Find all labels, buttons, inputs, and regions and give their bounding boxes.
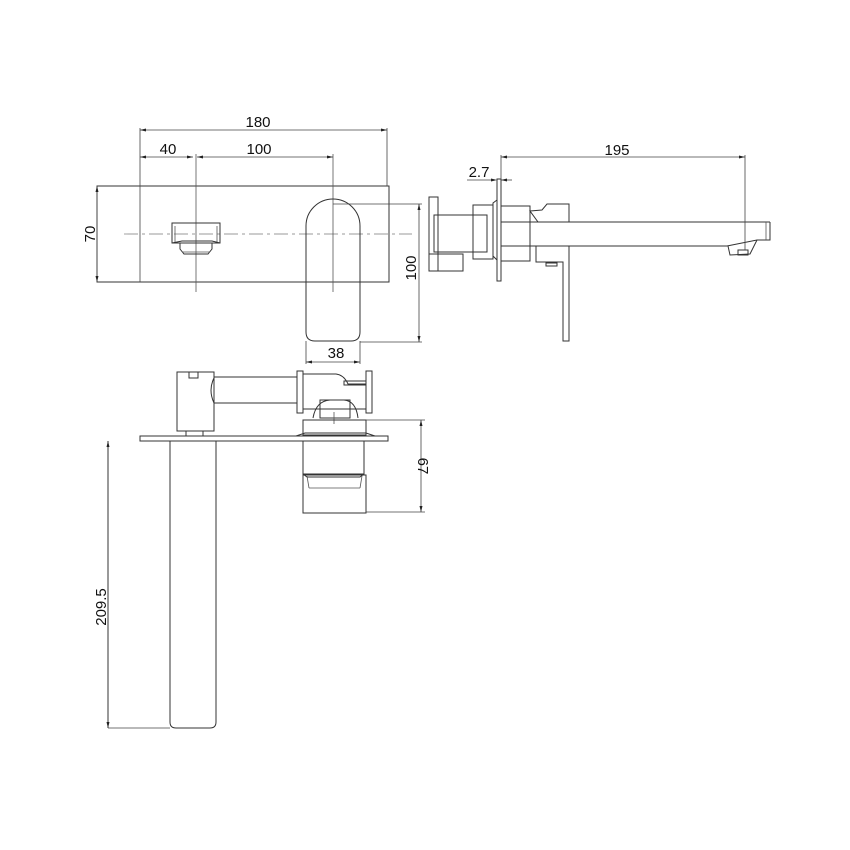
svg-text:67: 67 — [414, 458, 431, 475]
svg-text:195: 195 — [604, 142, 629, 159]
svg-text:100: 100 — [403, 255, 420, 280]
mixer-body-side — [500, 203, 570, 262]
svg-text:2.7: 2.7 — [469, 164, 490, 181]
front-view: 180 40 100 70 100 — [82, 114, 422, 364]
dimension-67: 67 — [366, 419, 431, 513]
cartridge-body-top — [295, 419, 376, 514]
side-view: 2.7 195 — [428, 142, 771, 342]
svg-text:180: 180 — [245, 114, 270, 131]
dimension-195: 195 — [500, 142, 746, 250]
dimension-209-5: 209.5 — [93, 441, 110, 728]
spout-long-top — [107, 441, 217, 729]
dimension-100-vertical: 100 — [333, 203, 422, 343]
top-wall-plate — [139, 435, 389, 442]
dimension-70: 70 — [82, 186, 99, 282]
lever-handle-front — [305, 198, 361, 342]
spout-side — [501, 221, 771, 256]
dimension-2-7: 2.7 — [467, 164, 512, 182]
svg-text:209.5: 209.5 — [93, 588, 110, 626]
dimension-100-horizontal: 100 — [197, 141, 333, 159]
rear-body — [428, 196, 488, 272]
dimension-38: 38 — [305, 341, 361, 364]
top-view: 67 209.5 — [93, 370, 431, 729]
spout-outlet-front — [171, 222, 221, 255]
svg-text:40: 40 — [160, 141, 177, 158]
dimension-180: 180 — [139, 114, 388, 282]
spout-top — [176, 370, 373, 437]
svg-text:70: 70 — [82, 226, 99, 243]
svg-text:38: 38 — [328, 345, 345, 362]
lever-side — [535, 246, 570, 342]
dimension-40: 40 — [140, 141, 193, 159]
svg-text:100: 100 — [246, 141, 271, 158]
